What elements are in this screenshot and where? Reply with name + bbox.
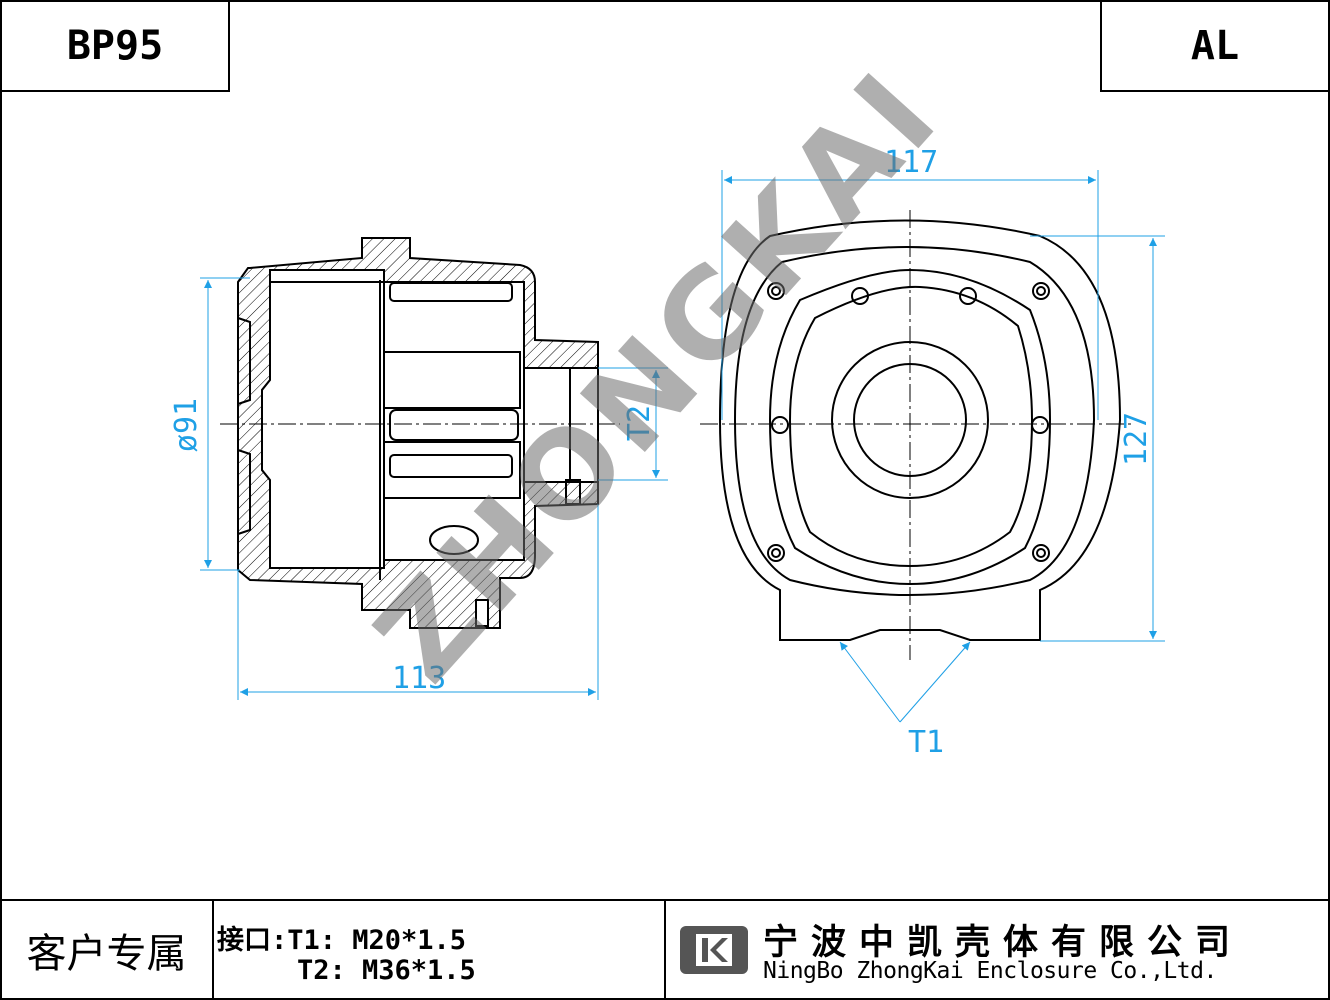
- dimension-overall-height: 127: [1119, 411, 1155, 467]
- dimension-side-length: 113: [392, 661, 447, 696]
- company-name-en: NingBo ZhongKai Enclosure Co.,Ltd.: [763, 958, 1217, 984]
- customer-label: 客户专属: [26, 931, 187, 977]
- dimension-lines: [200, 170, 1165, 723]
- housing-outline: [718, 219, 1122, 641]
- company-logo: [680, 926, 748, 974]
- port-spec-line1: 接口:T1: M20*1.5: [217, 925, 467, 956]
- company-block: 宁波中凯壳体有限公司 NingBo ZhongKai Enclosure Co.…: [665, 900, 1330, 1000]
- port-spec-line2: T2: M36*1.5: [297, 955, 476, 986]
- port-spec: 接口:T1: M20*1.5 T2: M36*1.5: [213, 900, 665, 1000]
- dimension-diameter: ø91: [169, 397, 205, 453]
- front-view: [700, 210, 1135, 660]
- dimension-overall-width: 117: [884, 145, 939, 180]
- side-section-view: [220, 237, 620, 629]
- model-number: BP95: [0, 0, 230, 92]
- material-code: AL: [1100, 0, 1330, 92]
- company-name-cn: 宁波中凯壳体有限公司: [763, 923, 1244, 963]
- dimension-port-t1: T1: [908, 725, 945, 760]
